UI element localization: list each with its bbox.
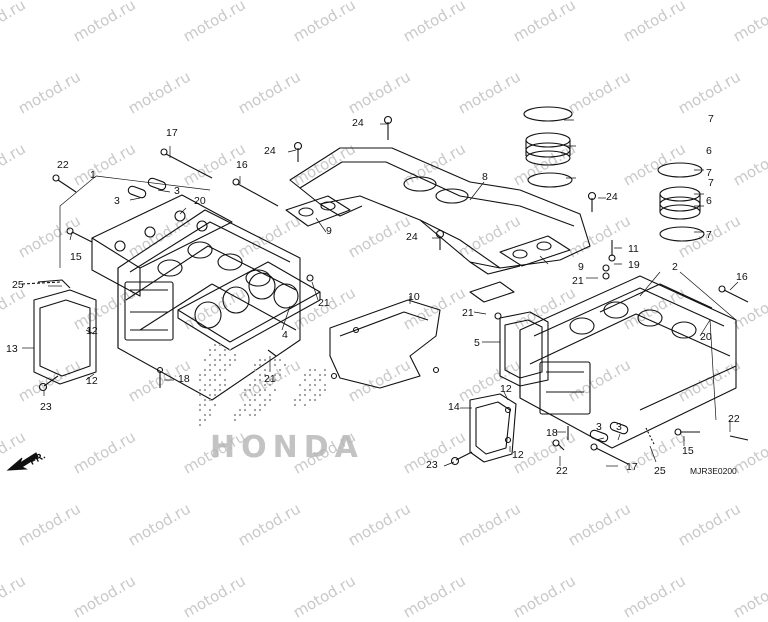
watermark-text: motod.ru bbox=[400, 571, 469, 622]
right-small-cover bbox=[469, 393, 517, 463]
callout-number: 3 bbox=[616, 421, 622, 433]
callout-number: 24 bbox=[606, 191, 618, 203]
watermark-text: motod.ru bbox=[620, 571, 689, 622]
callout-number: 15 bbox=[70, 251, 82, 263]
watermark-text: motod.ru bbox=[290, 571, 359, 622]
callout-number: 17 bbox=[166, 127, 178, 139]
left-bolts bbox=[38, 148, 314, 392]
callout-number: 22 bbox=[728, 413, 740, 425]
front-arrow-icon bbox=[6, 452, 39, 471]
watermark-text: motod.ru bbox=[70, 571, 139, 622]
callout-number: 12 bbox=[512, 449, 524, 461]
honda-wing-emblem bbox=[198, 343, 327, 427]
callout-number: 3 bbox=[174, 185, 180, 197]
callout-number: 4 bbox=[282, 329, 288, 341]
callout-number: 7 bbox=[708, 177, 714, 189]
callout-number: 12 bbox=[86, 375, 98, 387]
callout-number: 7 bbox=[708, 113, 714, 125]
callout-number: 7 bbox=[706, 229, 712, 241]
callout-number: 15 bbox=[682, 445, 694, 457]
callout-number: 25 bbox=[12, 279, 24, 291]
callout-number: 20 bbox=[194, 195, 206, 207]
callout-number: 10 bbox=[408, 291, 420, 303]
manifold-fasteners bbox=[293, 115, 616, 320]
left-cylinder-head bbox=[117, 209, 301, 401]
callout-number: 11 bbox=[628, 243, 639, 255]
callout-number: 20 bbox=[700, 331, 712, 343]
callout-number: 21 bbox=[318, 297, 330, 309]
callout-number: 3 bbox=[596, 421, 602, 433]
callout-number: 25 bbox=[654, 465, 666, 477]
callout-number: 1 bbox=[90, 169, 96, 181]
intake-manifold bbox=[289, 147, 591, 275]
callout-number: 21 bbox=[572, 275, 584, 287]
callout-number: 13 bbox=[6, 343, 18, 355]
callout-number: 21 bbox=[462, 307, 474, 319]
callout-number: 6 bbox=[706, 195, 712, 207]
callout-number: 18 bbox=[546, 427, 558, 439]
right-bolts bbox=[450, 285, 749, 466]
intake-gaskets bbox=[285, 195, 571, 303]
callout-number: 6 bbox=[706, 145, 712, 157]
callout-number: 12 bbox=[500, 383, 512, 395]
right-side-cover bbox=[499, 311, 549, 387]
left-side-cover bbox=[21, 279, 97, 385]
diagram-code: MJR3E0200 bbox=[690, 466, 737, 476]
callout-number: 18 bbox=[178, 373, 190, 385]
callout-number: 23 bbox=[40, 401, 52, 413]
callout-number: 16 bbox=[736, 271, 748, 283]
callout-number: 19 bbox=[628, 259, 640, 271]
callout-number: 21 bbox=[264, 373, 276, 385]
watermark-text: motod.ru bbox=[730, 571, 768, 622]
callout-number: 24 bbox=[406, 231, 418, 243]
watermark-text: motod.ru bbox=[180, 571, 249, 622]
callout-number: 14 bbox=[448, 401, 460, 413]
callout-number: 9 bbox=[326, 225, 332, 237]
callout-number: 7 bbox=[706, 167, 712, 179]
engine-cylinder-head-drawing bbox=[6, 106, 749, 471]
intake-boots-lower bbox=[657, 162, 705, 242]
callout-number: 22 bbox=[57, 159, 69, 171]
callout-number: 12 bbox=[86, 325, 98, 337]
left-head-gasket bbox=[177, 261, 321, 351]
watermark-text: motod.ru bbox=[0, 571, 29, 622]
callout-number: 9 bbox=[578, 261, 584, 273]
honda-wordmark: HONDA bbox=[210, 430, 364, 465]
right-cylinder-head bbox=[519, 275, 737, 449]
callout-number: 24 bbox=[264, 145, 276, 157]
callout-number: 2 bbox=[672, 261, 678, 273]
callout-number: 5 bbox=[474, 337, 480, 349]
heat-shield bbox=[329, 299, 441, 389]
watermark-text: motod.ru bbox=[510, 571, 579, 622]
intake-boots-upper bbox=[523, 106, 573, 188]
callout-number: 8 bbox=[482, 171, 488, 183]
callout-number: 24 bbox=[352, 117, 364, 129]
callout-number: 17 bbox=[626, 461, 638, 473]
callout-number: 3 bbox=[114, 195, 120, 207]
left-cam-holder bbox=[91, 194, 233, 297]
leader-lines bbox=[22, 119, 739, 467]
callout-number: 22 bbox=[556, 465, 568, 477]
callout-number: 23 bbox=[426, 459, 438, 471]
callout-number: 16 bbox=[236, 159, 248, 171]
